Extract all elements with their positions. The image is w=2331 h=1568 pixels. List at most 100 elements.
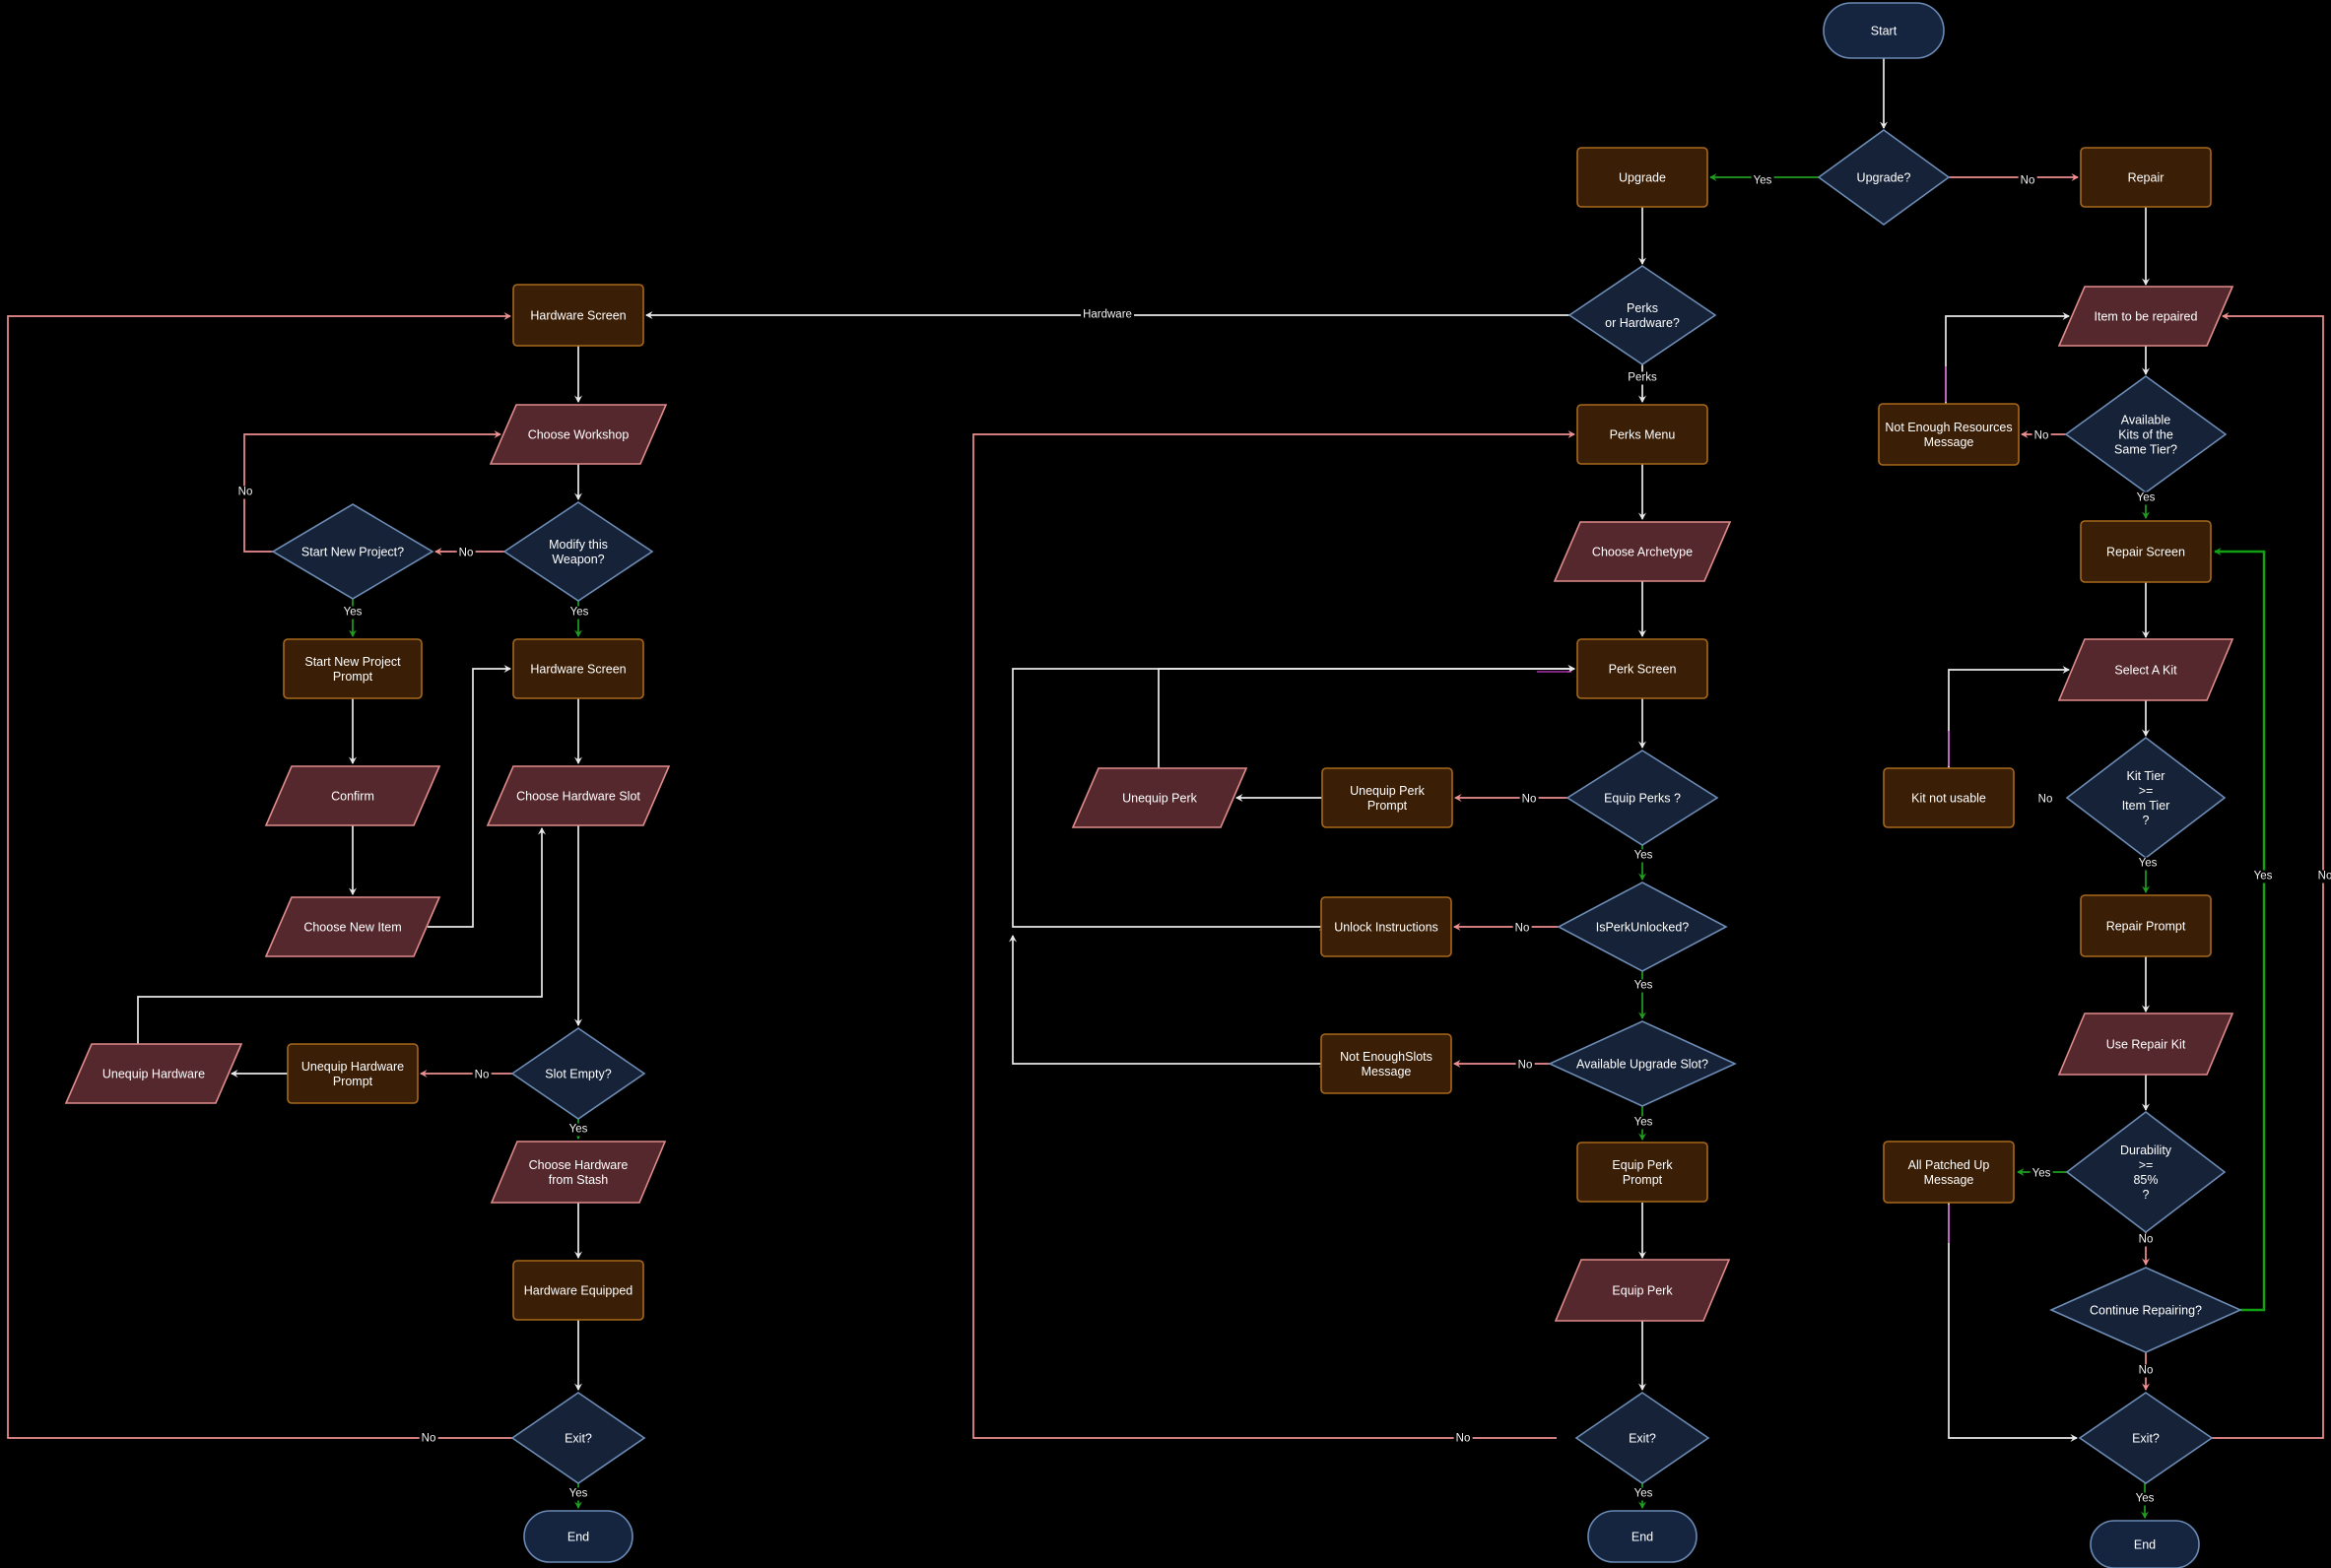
io-shape[interactable] xyxy=(264,765,441,826)
decision-shape[interactable] xyxy=(2078,1392,2214,1484)
node-hardware-screen-2[interactable]: Hardware Screen xyxy=(512,638,644,699)
node-use-repair-kit[interactable]: Use Repair Kit xyxy=(2057,1013,2234,1076)
node-upgrade-question[interactable]: Upgrade? xyxy=(1817,129,1951,226)
io-shape[interactable] xyxy=(264,896,441,957)
io-shape[interactable] xyxy=(1553,521,1732,582)
node-hardware-screen[interactable]: Hardware Screen xyxy=(512,284,644,347)
io-shape[interactable] xyxy=(2057,638,2234,701)
decision-shape[interactable] xyxy=(2065,736,2227,860)
process-shape[interactable] xyxy=(1576,638,1708,699)
node-is-perk-unlocked[interactable]: IsPerkUnlocked? xyxy=(1557,882,1728,972)
node-equip-perk[interactable]: Equip Perk xyxy=(1554,1259,1731,1322)
decision-shape[interactable] xyxy=(1565,750,1719,846)
node-exit-right[interactable]: Exit? xyxy=(2078,1392,2214,1484)
io-shape[interactable] xyxy=(2057,286,2234,347)
decision-shape[interactable] xyxy=(1574,1392,1710,1484)
io-shape[interactable] xyxy=(489,404,668,465)
node-end-middle[interactable]: End xyxy=(1587,1510,1698,1563)
node-start[interactable]: Start xyxy=(1823,2,1945,59)
decision-shape[interactable] xyxy=(2049,1267,2242,1353)
node-unequip-perk[interactable]: Unequip Perk xyxy=(1071,767,1248,828)
node-continue-repairing[interactable]: Continue Repairing? xyxy=(2049,1267,2242,1353)
process-shape[interactable] xyxy=(512,284,644,347)
process-shape[interactable] xyxy=(2080,894,2212,957)
process-shape[interactable] xyxy=(1878,403,2020,466)
node-slot-empty[interactable]: Slot Empty? xyxy=(510,1027,646,1120)
io-shape[interactable] xyxy=(1554,1259,1731,1322)
node-available-upgrade-slot[interactable]: Available Upgrade Slot? xyxy=(1548,1020,1737,1107)
process-shape[interactable] xyxy=(1883,767,2015,828)
process-shape[interactable] xyxy=(1320,896,1452,957)
process-shape[interactable] xyxy=(1576,404,1708,465)
decision-shape[interactable] xyxy=(2065,1110,2227,1234)
decision-shape[interactable] xyxy=(1557,882,1728,972)
edge-label: No xyxy=(2031,429,2051,443)
node-perks-menu[interactable]: Perks Menu xyxy=(1576,404,1708,465)
node-unequip-hardware[interactable]: Unequip Hardware xyxy=(64,1043,243,1104)
node-perk-screen[interactable]: Perk Screen xyxy=(1576,638,1708,699)
io-shape[interactable] xyxy=(1071,767,1248,828)
node-select-a-kit[interactable]: Select A Kit xyxy=(2057,638,2234,701)
process-shape[interactable] xyxy=(1321,767,1453,828)
terminator-shape[interactable] xyxy=(1587,1510,1698,1563)
node-repair[interactable]: Repair xyxy=(2080,147,2212,208)
node-kit-tier-gte-item-tier[interactable]: Kit Tier>=Item Tier? xyxy=(2065,736,2227,860)
process-shape[interactable] xyxy=(287,1043,419,1104)
node-repair-prompt[interactable]: Repair Prompt xyxy=(2080,894,2212,957)
process-shape[interactable] xyxy=(2080,520,2212,583)
node-hardware-equipped[interactable]: Hardware Equipped xyxy=(512,1260,644,1321)
process-shape[interactable] xyxy=(512,638,644,699)
decision-shape[interactable] xyxy=(502,501,654,602)
node-choose-workshop[interactable]: Choose Workshop xyxy=(489,404,668,465)
decision-shape[interactable] xyxy=(510,1392,646,1484)
node-unlock-instructions[interactable]: Unlock Instructions xyxy=(1320,896,1452,957)
node-equip-perks[interactable]: Equip Perks ? xyxy=(1565,750,1719,846)
decision-shape[interactable] xyxy=(1567,265,1717,365)
io-shape[interactable] xyxy=(2057,1013,2234,1076)
node-exit-middle[interactable]: Exit? xyxy=(1574,1392,1710,1484)
node-choose-new-item[interactable]: Choose New Item xyxy=(264,896,441,957)
process-shape[interactable] xyxy=(283,638,423,699)
process-shape[interactable] xyxy=(2080,147,2212,208)
terminator-shape[interactable] xyxy=(523,1510,633,1563)
node-end-right[interactable]: End xyxy=(2090,1520,2200,1568)
process-shape[interactable] xyxy=(512,1260,644,1321)
node-kit-not-usable[interactable]: Kit not usable xyxy=(1883,767,2015,828)
node-exit-left[interactable]: Exit? xyxy=(510,1392,646,1484)
process-shape[interactable] xyxy=(1883,1141,2015,1204)
decision-shape[interactable] xyxy=(1548,1020,1737,1107)
node-label: Continue Repairing? xyxy=(2090,1304,2202,1318)
io-shape[interactable] xyxy=(486,765,671,826)
node-end-left[interactable]: End xyxy=(523,1510,633,1563)
io-shape[interactable] xyxy=(64,1043,243,1104)
node-choose-hardware-slot[interactable]: Choose Hardware Slot xyxy=(486,765,671,826)
io-shape[interactable] xyxy=(490,1141,667,1204)
decision-shape[interactable] xyxy=(510,1027,646,1120)
node-label: Hardware Screen xyxy=(530,309,626,323)
process-shape[interactable] xyxy=(1576,1142,1708,1203)
node-upgrade[interactable]: Upgrade xyxy=(1576,147,1708,208)
node-repair-screen[interactable]: Repair Screen xyxy=(2080,520,2212,583)
decision-shape[interactable] xyxy=(271,503,434,600)
node-choose-archetype[interactable]: Choose Archetype xyxy=(1553,521,1732,582)
node-durability-gte-85[interactable]: Durability>=85%? xyxy=(2065,1110,2227,1234)
terminator-shape[interactable] xyxy=(2090,1520,2200,1568)
node-item-to-be-repaired[interactable]: Item to be repaired xyxy=(2057,286,2234,347)
decision-shape[interactable] xyxy=(1817,129,1951,226)
process-shape[interactable] xyxy=(1576,147,1708,208)
terminator-shape[interactable] xyxy=(1823,2,1945,59)
node-start-new-project-question[interactable]: Start New Project? xyxy=(271,503,434,600)
process-shape[interactable] xyxy=(1320,1033,1452,1094)
node-confirm[interactable]: Confirm xyxy=(264,765,441,826)
